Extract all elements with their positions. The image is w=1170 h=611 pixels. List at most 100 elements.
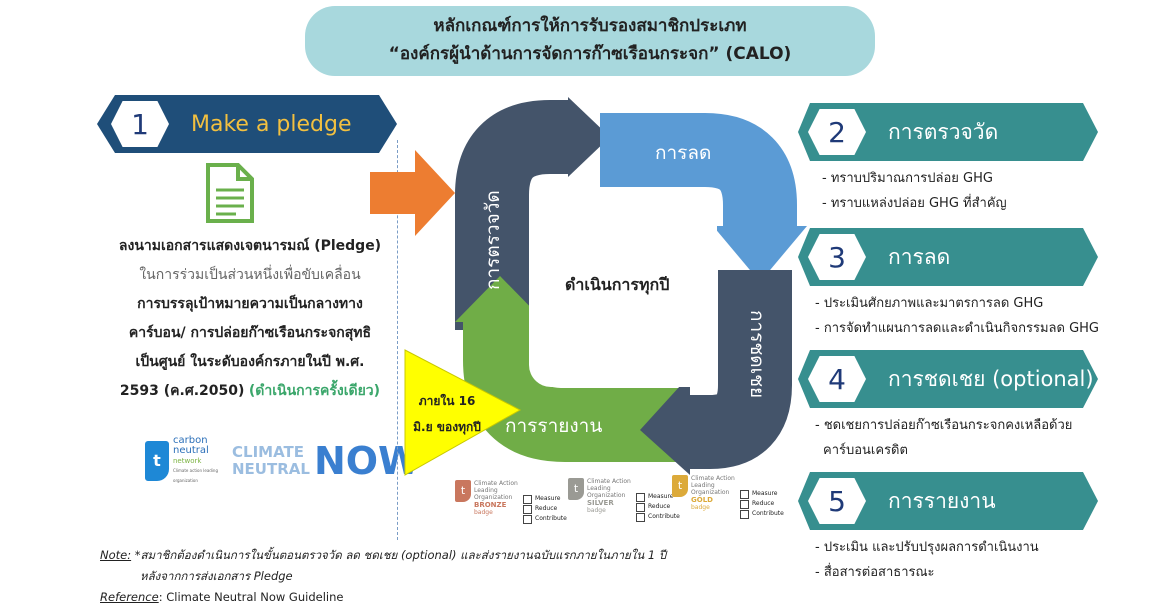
- logo-text: network: [173, 457, 202, 465]
- cycle-arrow-measure: [455, 100, 570, 330]
- badge-shield-icon: t: [455, 480, 471, 502]
- checkbox-label: Reduce: [648, 503, 671, 510]
- badge-level: BRONZE: [474, 501, 507, 509]
- logo-text: Climate action leading organization: [173, 468, 218, 483]
- deadline-text: ภายใน 16: [418, 394, 476, 408]
- cycle-label-report: การรายงาน: [505, 415, 603, 437]
- bullet-item: - ประเมินศักยภาพและมาตรการลด GHG: [815, 296, 1044, 311]
- logo-text: NEUTRAL: [232, 460, 310, 478]
- badge-silver: t Climate Action Leading Organization SI…: [568, 478, 680, 522]
- checkbox-label: Reduce: [752, 500, 775, 507]
- checkbox-label: Contribute: [752, 510, 784, 517]
- pledge-text: ลงนามเอกสารแสดงเจตนารมณ์ (Pledge): [118, 238, 382, 254]
- step-label: การตรวจวัด: [888, 119, 999, 144]
- checkbox-item: Contribute: [523, 514, 567, 524]
- checkbox-item: Contribute: [740, 509, 784, 519]
- step-number: 5: [808, 478, 866, 524]
- bullet-item: - ประเมิน และปรับปรุงผลการดำเนินงาน: [815, 540, 1039, 555]
- orange-arrow-icon: [370, 150, 455, 236]
- pledge-once-note: (ดำเนินการครั้งเดียว): [248, 383, 381, 399]
- title-line-2: “องค์กรผู้นำด้านการจัดการก๊าซเรือนกระจก”…: [388, 44, 792, 64]
- reference-label: Reference: [100, 590, 159, 604]
- checkbox-icon: [636, 502, 645, 512]
- step-banner-2: 2 การตรวจวัด: [798, 103, 1098, 161]
- logo-text: NOW: [313, 439, 420, 483]
- climate-neutral-now-logo: t carbon neutral network Climate action …: [145, 436, 420, 486]
- step-number: 4: [808, 356, 866, 402]
- step-bullets: - ทราบปริมาณการปล่อย GHG- ทราบแหล่งปล่อย…: [822, 166, 1122, 216]
- pledge-text: คาร์บอน/ การปล่อยก๊าซเรือนกระจกสุทธิ: [128, 325, 372, 341]
- pledge-text: เป็นศูนย์ ในระดับองค์กรภายในปี พ.ศ.: [135, 354, 365, 370]
- step-number: 3: [808, 234, 866, 280]
- cycle-arrowhead: [640, 375, 690, 475]
- step-label: การชดเชย (optional): [888, 366, 1094, 391]
- logo-mark-icon: t: [145, 441, 169, 481]
- badge-shield-icon: t: [672, 475, 688, 497]
- checkbox-item: Measure: [740, 489, 784, 499]
- cycle-center-label: ดำเนินการทุกปี: [565, 275, 670, 294]
- cycle-label-measure: การตรวจวัด: [482, 190, 504, 290]
- page-title: หลักเกณฑ์การให้การรับรองสมาชิกประเภท “อง…: [305, 6, 875, 76]
- checkbox-item: Measure: [636, 492, 680, 502]
- checkbox-item: Measure: [523, 494, 567, 504]
- cycle-label-reduce: การลด: [655, 142, 712, 164]
- checkbox-icon: [523, 504, 532, 514]
- checkbox-icon: [740, 499, 749, 509]
- badge-org: Climate Action Leading Organization: [474, 480, 518, 501]
- deadline-triangle: [404, 349, 522, 476]
- badge-level: GOLD: [691, 496, 713, 504]
- pledge-text: การบรรลุเป้าหมายความเป็นกลางทาง: [137, 296, 363, 312]
- step-banner-5: 5 การรายงาน: [798, 472, 1098, 530]
- step-number: 2: [808, 109, 866, 155]
- checkbox-item: Reduce: [740, 499, 784, 509]
- cycle-arrow-reduce: [600, 113, 797, 230]
- checkbox-item: Reduce: [523, 504, 567, 514]
- badge-bronze: t Climate Action Leading Organization BR…: [455, 480, 567, 524]
- cycle-arrowhead: [713, 226, 807, 282]
- checkbox-item: Contribute: [636, 512, 680, 522]
- reference-text: : Climate Neutral Now Guideline: [158, 590, 344, 604]
- cycle-arrowhead: [455, 276, 545, 322]
- step-bullets: - ประเมินศักยภาพและมาตรการลด GHG- การจัด…: [815, 291, 1115, 341]
- pledge-banner: 1 Make a pledge: [97, 95, 397, 153]
- badge-sub: badge: [474, 509, 493, 516]
- bullet-item: คาร์บอนเครดิต: [823, 443, 908, 458]
- cycle-label-offset: การชดเชย: [746, 310, 768, 399]
- logo-text: CLIMATE: [232, 443, 304, 461]
- cycle-arrowhead: [568, 97, 610, 177]
- logo-text: carbon: [173, 435, 208, 446]
- footnote: Note: *สมาชิกต้องดำเนินการในขั้นตอนตรวจว…: [100, 545, 666, 608]
- divider: [397, 140, 398, 540]
- checkbox-item: Reduce: [636, 502, 680, 512]
- badge-sub: badge: [587, 507, 606, 514]
- cycle-arrow-offset: [690, 270, 792, 469]
- badge-org: Climate Action Leading Organization: [587, 478, 631, 499]
- title-line-1: หลักเกณฑ์การให้การรับรองสมาชิกประเภท: [433, 16, 747, 36]
- deadline-label: ภายใน 16 มิ.ย ของทุกปี: [407, 388, 487, 440]
- checkbox-label: Measure: [752, 490, 778, 497]
- bullet-item: - ทราบแหล่งปล่อย GHG ที่สำคัญ: [822, 196, 1007, 211]
- pledge-label: Make a pledge: [191, 111, 352, 137]
- pledge-description: ลงนามเอกสารแสดงเจตนารมณ์ (Pledge) ในการร…: [90, 232, 410, 406]
- pledge-text: 2593 (ค.ศ.2050): [119, 383, 245, 399]
- badge-org: Climate Action Leading Organization: [691, 475, 735, 496]
- note-text: *สมาชิกต้องดำเนินการในขั้นตอนตรวจวัด ลด …: [131, 548, 667, 562]
- checkbox-icon: [636, 512, 645, 522]
- checkbox-icon: [523, 494, 532, 504]
- checkbox-label: Measure: [535, 495, 561, 502]
- step-label: การรายงาน: [888, 488, 996, 513]
- note-text: หลังจากการส่งเอกสาร Pledge: [140, 569, 293, 583]
- step-banner-4: 4 การชดเชย (optional): [798, 350, 1098, 408]
- document-icon: [206, 163, 254, 223]
- checkbox-icon: [740, 489, 749, 499]
- note-label: Note:: [100, 548, 132, 562]
- checkbox-label: Reduce: [535, 505, 558, 512]
- step-bullets: - ชดเชยการปล่อยก๊าซเรือนกระจกคงเหลือด้วย…: [815, 413, 1115, 463]
- checkbox-label: Contribute: [535, 515, 567, 522]
- checkbox-label: Contribute: [648, 513, 680, 520]
- step-bullets: - ประเมิน และปรับปรุงผลการดำเนินงาน - สื่…: [815, 535, 1115, 585]
- bullet-item: - สื่อสารต่อสาธารณะ: [815, 565, 935, 580]
- checkbox-icon: [523, 514, 532, 524]
- checkbox-icon: [636, 492, 645, 502]
